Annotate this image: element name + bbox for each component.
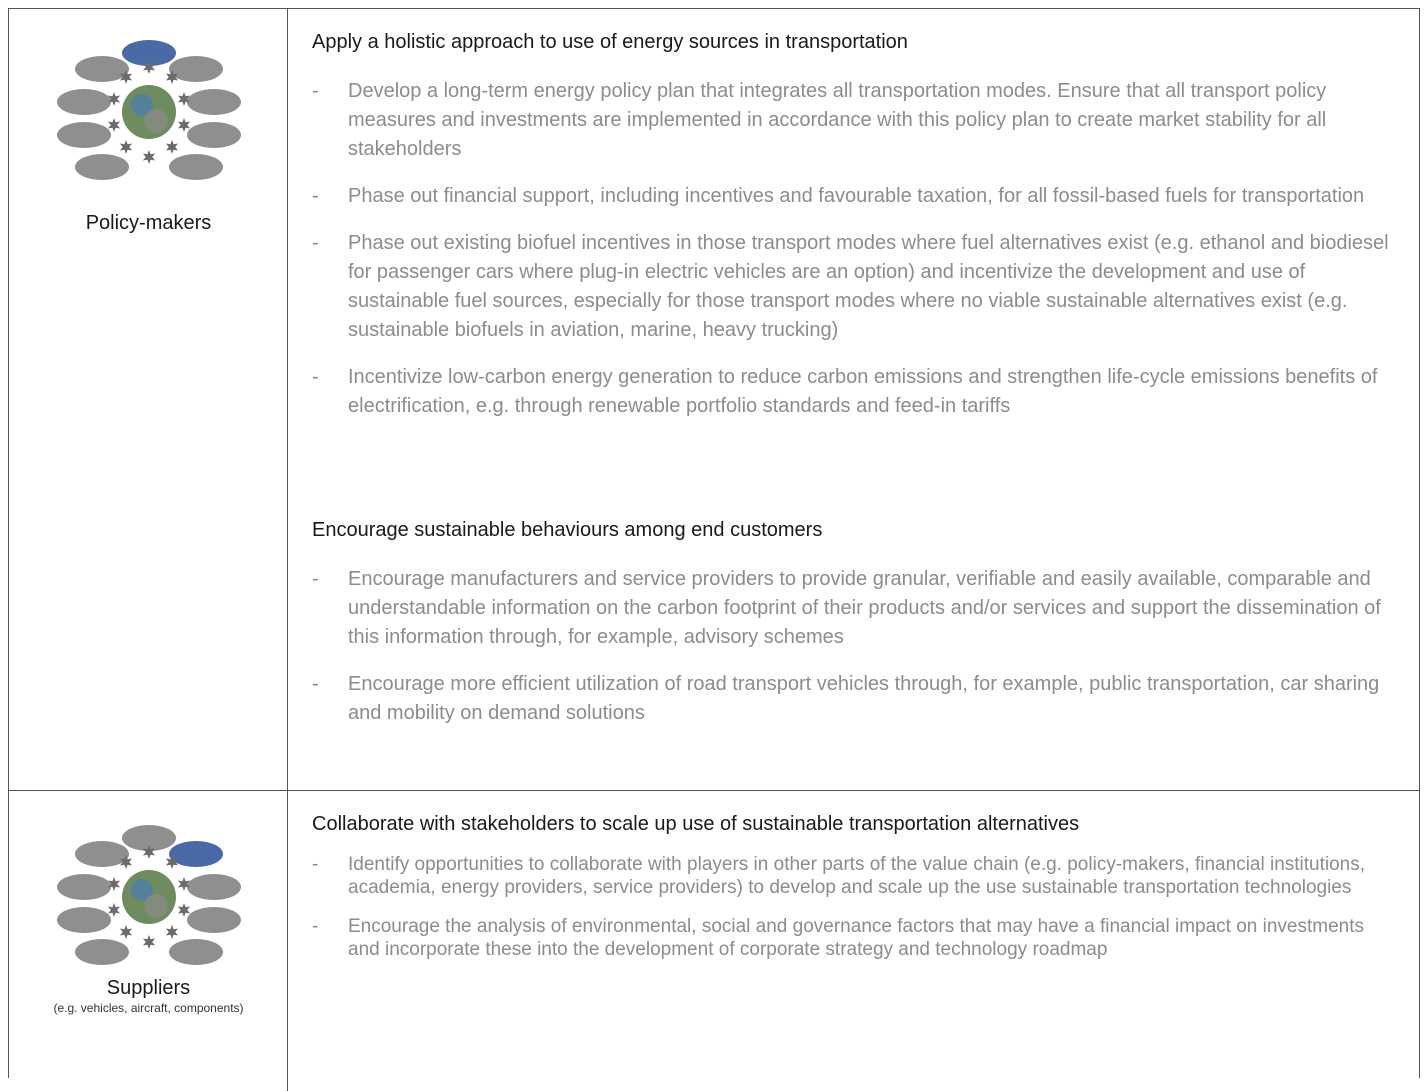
list-item: - Encourage more efficient utilization o… <box>312 670 1399 728</box>
stakeholder-ring-svg <box>57 825 241 965</box>
globe-land-shape <box>144 109 168 133</box>
stakeholder-ellipse <box>122 825 176 851</box>
stakeholder-ellipse <box>169 56 223 82</box>
list-item-text: Encourage the analysis of environmental,… <box>348 916 1365 960</box>
stakeholder-ring-icon <box>54 824 244 974</box>
table-row-policy-makers: Policy-makers Apply a holistic approach … <box>9 9 1419 791</box>
actor-subtitle: (e.g. vehicles, aircraft, components) <box>53 1001 244 1015</box>
star-icon <box>107 877 121 891</box>
stakeholder-ellipse <box>169 939 223 965</box>
actions-cell: Apply a holistic approach to use of ener… <box>288 9 1419 790</box>
table-row-suppliers: Suppliers (e.g. vehicles, aircraft, comp… <box>9 791 1419 1091</box>
dash-marker: - <box>312 232 319 254</box>
actions-cell: Collaborate with stakeholders to scale u… <box>288 791 1419 1091</box>
dash-marker: - <box>312 80 319 102</box>
list-item-text: Encourage more efficient utilization of … <box>348 673 1380 724</box>
star-icon <box>107 903 121 917</box>
list-item-text: Phase out existing biofuel incentives in… <box>348 232 1389 341</box>
stakeholder-ellipse <box>75 154 129 180</box>
list-item-text: Develop a long-term energy policy plan t… <box>348 80 1327 160</box>
list-item-text: Incentivize low-carbon energy generation… <box>348 366 1378 417</box>
section-heading: Encourage sustainable behaviours among e… <box>312 519 823 541</box>
list-item: - Phase out existing biofuel incentives … <box>312 229 1399 345</box>
star-icon <box>165 70 179 84</box>
star-icon <box>119 140 133 154</box>
star-icon <box>177 118 191 132</box>
star-icon <box>165 140 179 154</box>
stakeholder-ellipse <box>57 122 111 148</box>
highlighted-stakeholder-ellipse <box>122 40 176 66</box>
action-section: Collaborate with stakeholders to scale u… <box>312 811 1399 961</box>
list-item: - Phase out financial support, including… <box>312 182 1399 211</box>
star-icon <box>119 925 133 939</box>
star-icon <box>177 92 191 106</box>
star-icon <box>107 118 121 132</box>
star-icon <box>119 70 133 84</box>
globe-land-shape <box>144 894 168 918</box>
star-icon <box>119 855 133 869</box>
list-item-text: Identify opportunities to collaborate wi… <box>348 854 1366 898</box>
stakeholder-ellipse <box>187 874 241 900</box>
actor-cell: Policy-makers <box>9 9 288 790</box>
globe-ocean-shape <box>131 879 153 901</box>
star-icon <box>177 877 191 891</box>
star-icon <box>142 845 156 859</box>
star-icon <box>165 855 179 869</box>
stakeholder-ellipse <box>169 154 223 180</box>
star-icon <box>165 925 179 939</box>
star-icon <box>142 60 156 74</box>
action-section: Apply a holistic approach to use of ener… <box>312 29 1399 421</box>
star-icon <box>107 92 121 106</box>
list-item: - Develop a long-term energy policy plan… <box>312 77 1399 164</box>
stakeholder-ellipse <box>75 56 129 82</box>
star-icon <box>177 903 191 917</box>
list-item: - Identify opportunities to collaborate … <box>312 853 1399 899</box>
action-section: Encourage sustainable behaviours among e… <box>312 517 1399 728</box>
dash-marker: - <box>312 366 319 388</box>
actor-name: Policy-makers <box>85 212 212 234</box>
stakeholder-ellipse <box>75 939 129 965</box>
list-item: - Encourage manufacturers and service pr… <box>312 565 1399 652</box>
stakeholder-ellipse <box>75 841 129 867</box>
stakeholder-ring-svg <box>57 40 241 180</box>
stakeholder-ellipse <box>57 907 111 933</box>
section-heading: Collaborate with stakeholders to scale u… <box>312 813 1080 835</box>
recommendations-table: Policy-makers Apply a holistic approach … <box>8 8 1420 1091</box>
dash-marker: - <box>312 673 319 695</box>
stakeholder-ellipse <box>187 907 241 933</box>
list-item: - Incentivize low-carbon energy generati… <box>312 363 1399 421</box>
actor-name: Suppliers <box>106 977 191 999</box>
actor-cell: Suppliers (e.g. vehicles, aircraft, comp… <box>9 791 288 1091</box>
dash-marker: - <box>312 185 319 207</box>
list-item-text: Encourage manufacturers and service prov… <box>348 568 1381 648</box>
highlighted-stakeholder-ellipse <box>169 841 223 867</box>
stakeholder-ellipse <box>187 122 241 148</box>
stakeholder-ellipse <box>187 89 241 115</box>
globe-ocean-shape <box>131 94 153 116</box>
stakeholder-ring-icon <box>54 39 244 189</box>
star-icon <box>142 150 156 164</box>
stakeholder-ellipse <box>57 89 111 115</box>
section-heading: Apply a holistic approach to use of ener… <box>312 31 908 53</box>
dash-marker: - <box>312 916 319 937</box>
dash-marker: - <box>312 568 319 590</box>
list-item: - Encourage the analysis of environmenta… <box>312 915 1399 961</box>
list-item-text: Phase out financial support, including i… <box>348 185 1365 207</box>
stakeholder-ellipse <box>57 874 111 900</box>
star-icon <box>142 935 156 949</box>
dash-marker: - <box>312 854 319 875</box>
